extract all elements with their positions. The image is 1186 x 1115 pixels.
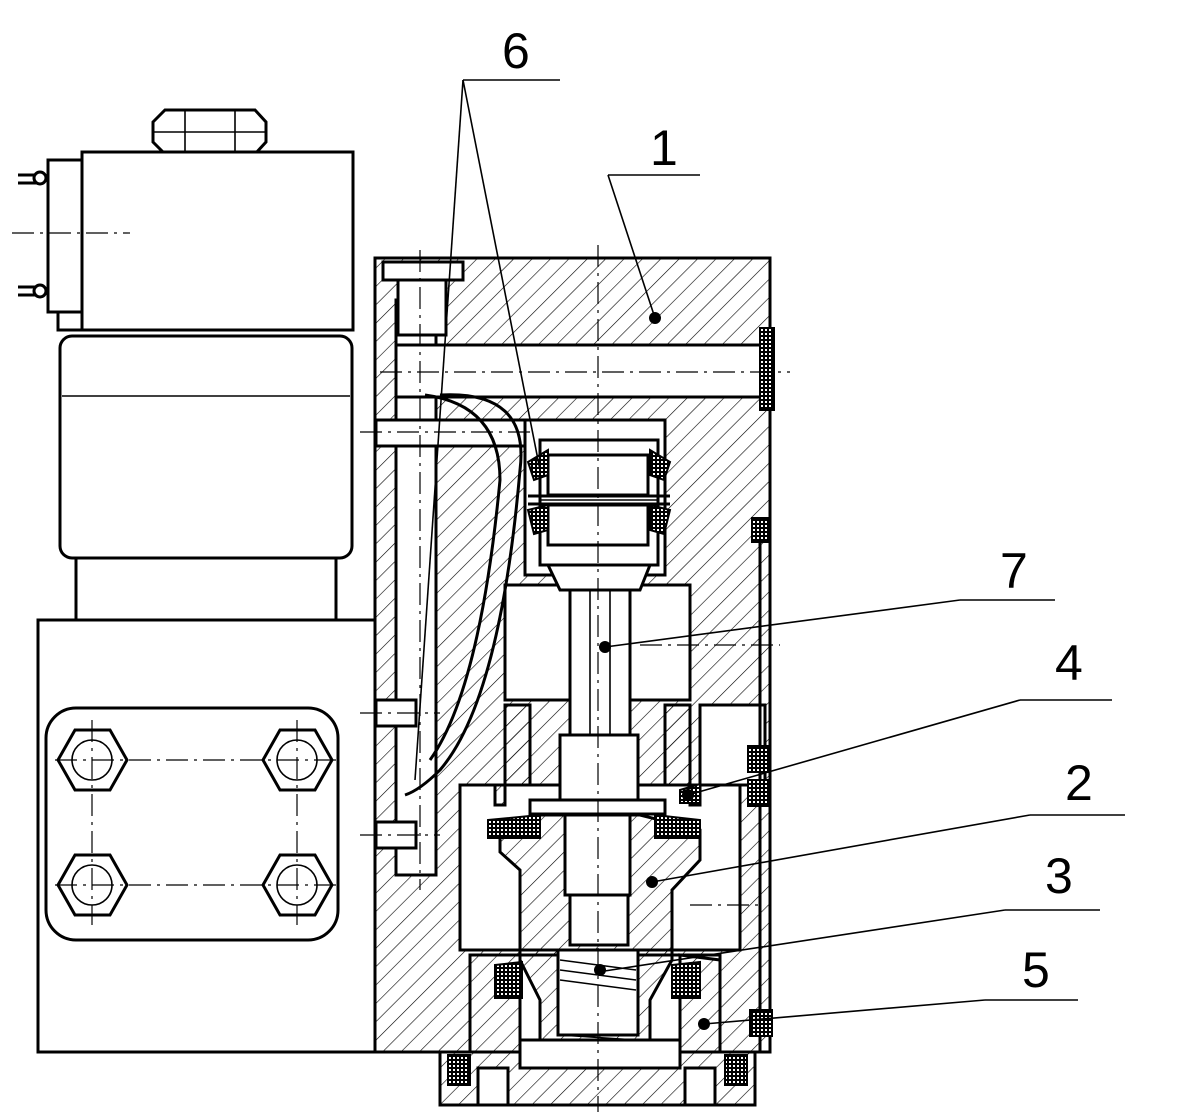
coil-neck [74, 556, 338, 622]
callout-5: 5 [1022, 942, 1050, 998]
solenoid-actuator [12, 108, 377, 1054]
callout-2: 2 [1065, 755, 1093, 811]
callout-7: 7 [1000, 543, 1028, 599]
hex-bolts [55, 720, 340, 925]
coil-head [80, 150, 355, 332]
right-side-seals [747, 327, 775, 1037]
callout-4: 4 [1055, 635, 1083, 691]
coil-body [58, 334, 354, 560]
center-lines [360, 245, 790, 1112]
pilot-piston [526, 438, 672, 567]
terminal-pins [18, 170, 48, 299]
callout-6: 6 [502, 23, 530, 79]
leader-lines [414, 79, 1125, 1030]
valve-seat [487, 703, 702, 1044]
callout-3: 3 [1045, 848, 1073, 904]
callout-1: 1 [650, 120, 678, 176]
callout-labels: 6 1 7 4 2 3 5 [502, 23, 1093, 998]
